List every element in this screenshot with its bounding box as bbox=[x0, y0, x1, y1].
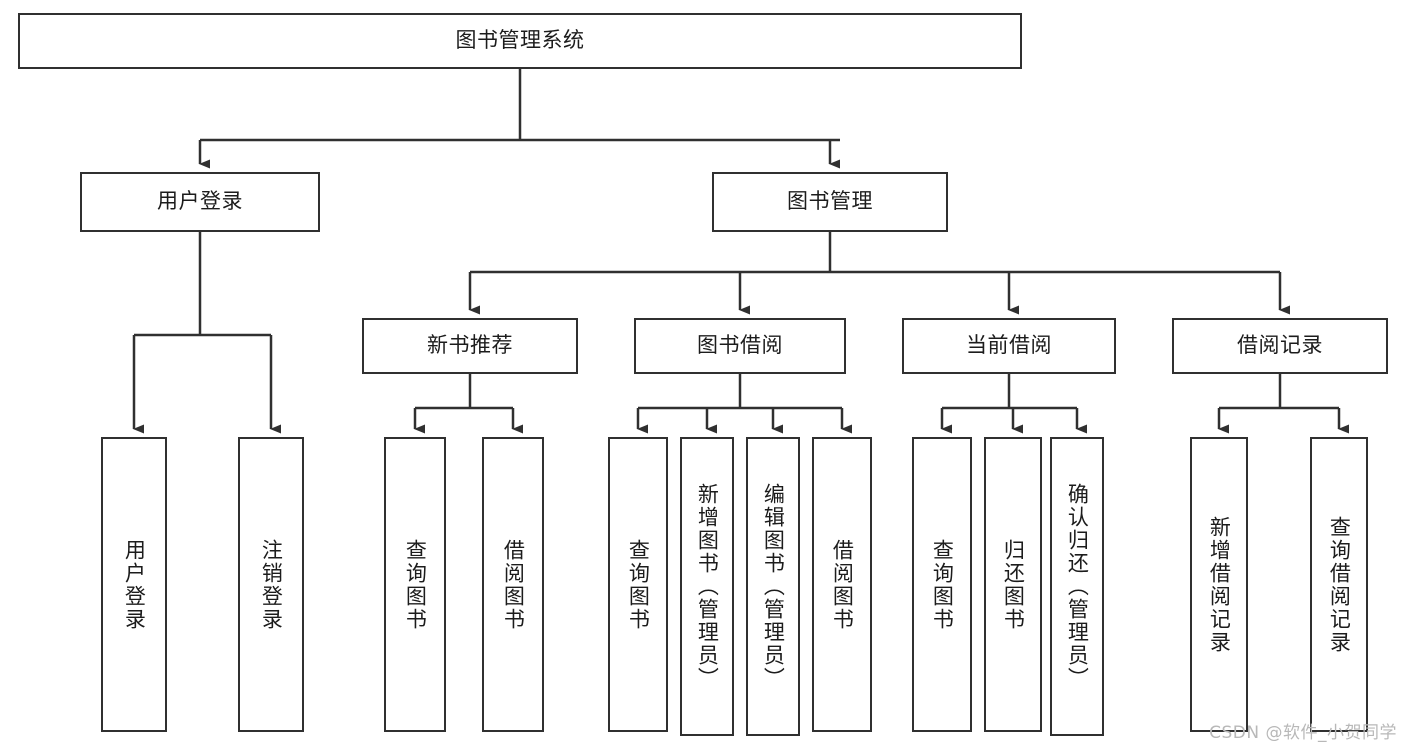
node-label: 图书借阅 bbox=[697, 333, 783, 358]
node-label: 新增借阅记录 bbox=[1207, 515, 1232, 654]
node-label: 查询借阅记录 bbox=[1327, 515, 1352, 654]
leaf-query-book-newbook[interactable]: 查询图书 bbox=[384, 437, 446, 732]
node-label: 查询图书 bbox=[930, 538, 955, 631]
node-label: 查询图书 bbox=[403, 538, 428, 631]
node-borrowing-record[interactable]: 借阅记录 bbox=[1172, 318, 1388, 374]
node-label: 新书推荐 bbox=[427, 333, 513, 358]
csdn-watermark: CSDN @软件_小贺同学 bbox=[1209, 723, 1397, 743]
node-label: 图书管理 bbox=[787, 189, 873, 214]
node-book-borrowing[interactable]: 图书借阅 bbox=[634, 318, 846, 374]
node-root-system[interactable]: 图书管理系统 bbox=[18, 13, 1022, 69]
node-label: 当前借阅 bbox=[966, 333, 1052, 358]
node-current-borrowing[interactable]: 当前借阅 bbox=[902, 318, 1116, 374]
leaf-return-book[interactable]: 归还图书 bbox=[984, 437, 1042, 732]
leaf-query-book-borrowing[interactable]: 查询图书 bbox=[608, 437, 668, 732]
node-label: 注销登录 bbox=[259, 538, 284, 631]
leaf-borrow-book-newbook[interactable]: 借阅图书 bbox=[482, 437, 544, 732]
node-user-login[interactable]: 用户登录 bbox=[80, 172, 320, 232]
node-book-management[interactable]: 图书管理 bbox=[712, 172, 948, 232]
leaf-query-borrow-record[interactable]: 查询借阅记录 bbox=[1310, 437, 1368, 732]
leaf-edit-book-admin[interactable]: 编辑图书（管理员） bbox=[746, 437, 800, 736]
node-label: 新增图书（管理员） bbox=[695, 483, 720, 690]
node-label: 用户登录 bbox=[157, 189, 243, 214]
node-label: 借阅图书 bbox=[501, 538, 526, 631]
node-label: 借阅图书 bbox=[830, 538, 855, 631]
leaf-confirm-return-admin[interactable]: 确认归还（管理员） bbox=[1050, 437, 1104, 736]
node-label: 借阅记录 bbox=[1237, 333, 1323, 358]
leaf-add-book-admin[interactable]: 新增图书（管理员） bbox=[680, 437, 734, 736]
node-label: 用户登录 bbox=[122, 538, 147, 631]
node-new-book-recommendation[interactable]: 新书推荐 bbox=[362, 318, 578, 374]
node-label: 查询图书 bbox=[626, 538, 651, 631]
leaf-user-login[interactable]: 用户登录 bbox=[101, 437, 167, 732]
leaf-query-book-current[interactable]: 查询图书 bbox=[912, 437, 972, 732]
node-label: 编辑图书（管理员） bbox=[761, 483, 786, 690]
node-label: 确认归还（管理员） bbox=[1065, 483, 1090, 690]
node-label: 归还图书 bbox=[1001, 538, 1026, 631]
leaf-borrow-book-borrowing[interactable]: 借阅图书 bbox=[812, 437, 872, 732]
leaf-add-borrow-record[interactable]: 新增借阅记录 bbox=[1190, 437, 1248, 732]
node-label: 图书管理系统 bbox=[455, 28, 585, 53]
leaf-logout-login[interactable]: 注销登录 bbox=[238, 437, 304, 732]
